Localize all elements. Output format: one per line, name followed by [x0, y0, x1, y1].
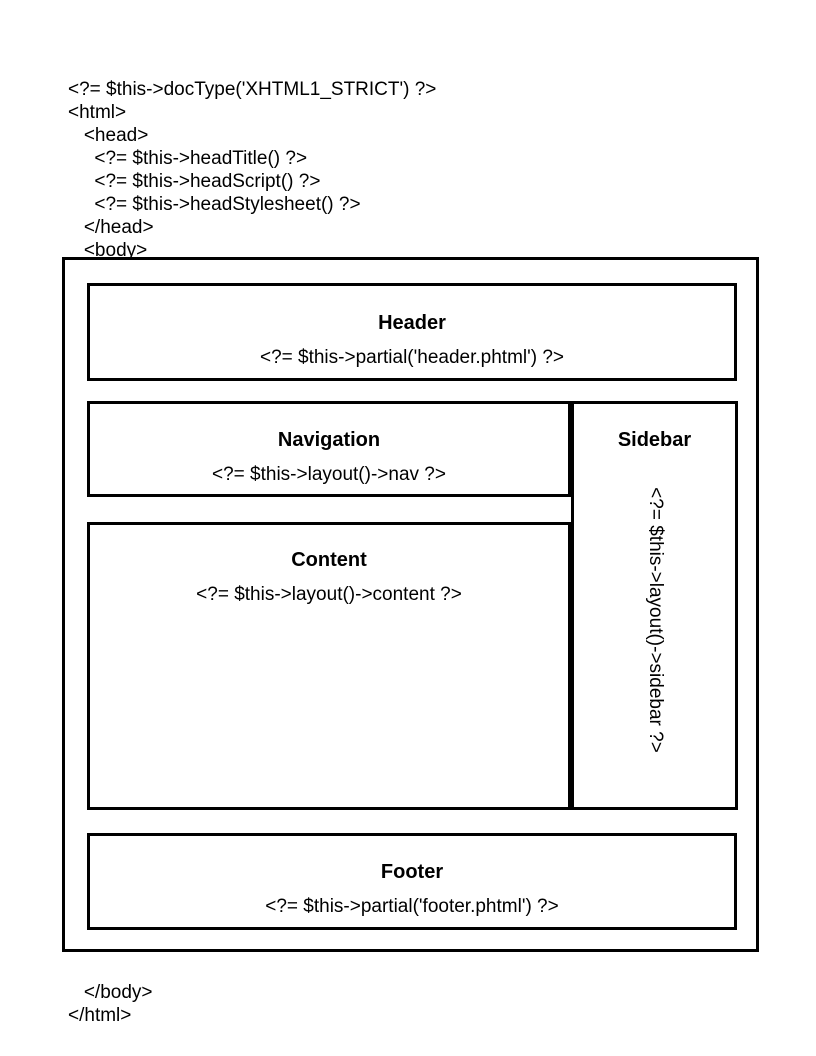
- region-header: Header <?= $this->partial('header.phtml'…: [87, 283, 737, 381]
- region-header-title: Header: [378, 312, 446, 334]
- page-layout-frame: Header <?= $this->partial('header.phtml'…: [62, 257, 759, 952]
- region-sidebar-code-wrap: <?= $this->layout()->sidebar ?>: [574, 462, 735, 803]
- region-navigation-code: <?= $this->layout()->nav ?>: [212, 464, 446, 485]
- region-navigation: Navigation <?= $this->layout()->nav ?>: [87, 401, 571, 497]
- region-content-title: Content: [291, 549, 367, 571]
- region-sidebar-code: <?= $this->layout()->sidebar ?>: [644, 487, 666, 753]
- region-sidebar-title: Sidebar: [617, 429, 692, 451]
- region-header-code: <?= $this->partial('header.phtml') ?>: [259, 347, 565, 368]
- region-content: Content <?= $this->layout()->content ?>: [87, 522, 571, 810]
- region-sidebar: Sidebar <?= $this->layout()->sidebar ?>: [571, 401, 738, 810]
- region-footer: Footer <?= $this->partial('footer.phtml'…: [87, 833, 737, 930]
- region-content-code: <?= $this->layout()->content ?>: [196, 584, 462, 605]
- region-footer-code: <?= $this->partial('footer.phtml') ?>: [265, 896, 559, 917]
- code-listing-top: <?= $this->docType('XHTML1_STRICT') ?> <…: [68, 79, 437, 261]
- code-listing-bottom: </body> </html>: [68, 982, 153, 1026]
- region-navigation-title: Navigation: [277, 429, 381, 451]
- region-footer-title: Footer: [380, 861, 444, 883]
